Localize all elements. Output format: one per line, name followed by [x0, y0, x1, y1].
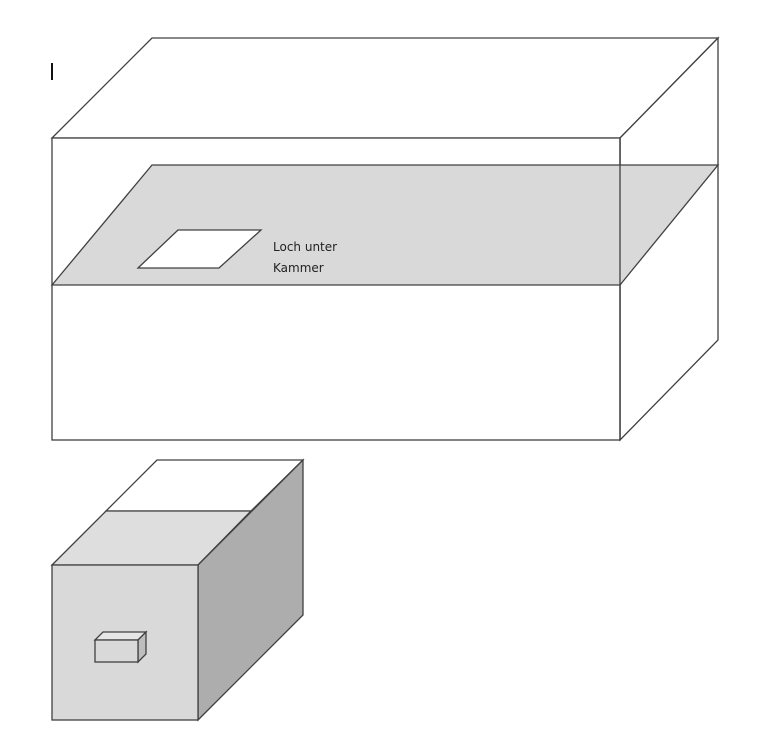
hole-label-line2: Kammer [273, 261, 324, 275]
hole-label: Loch unter Kammer [273, 237, 337, 279]
drawer-handle [93, 630, 148, 664]
hole [136, 229, 263, 269]
small-box [50, 458, 305, 722]
hole-label-line1: Loch unter [273, 240, 338, 254]
large-box-top [50, 37, 720, 139]
large-box [50, 36, 720, 442]
text-cursor [51, 63, 53, 80]
